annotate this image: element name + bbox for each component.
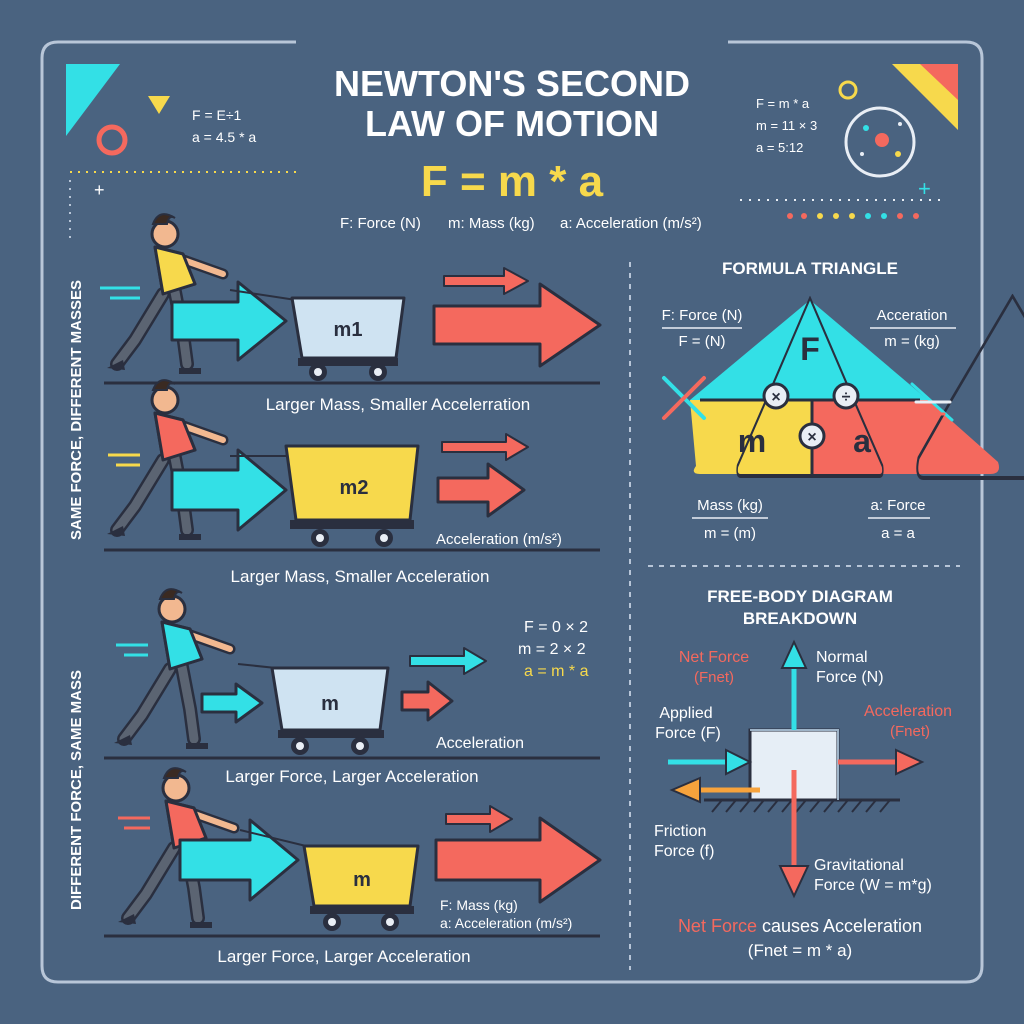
triangle-letter-m: m: [738, 423, 766, 459]
scene-2-caption: Larger Mass, Smaller Acceleration: [231, 567, 490, 586]
legend-mass: m: Mass (kg): [448, 215, 535, 232]
friction-label-1: Friction: [654, 823, 706, 840]
cart-m1-label: m1: [334, 319, 363, 341]
free-body-section: FREE-BODY DIAGRAM BREAKDOWN Net Force (F…: [654, 587, 952, 960]
scene-3-eq-2: m = 2 × 2: [518, 641, 586, 658]
divide-badge-right: ÷: [832, 382, 860, 410]
triangle-outline: [736, 296, 884, 478]
accel-arrow-large: [434, 816, 602, 904]
net-force-label-1: Net Force: [679, 649, 749, 666]
cart-m: [270, 666, 390, 755]
cross-decoration-left: [662, 376, 706, 420]
triangle-letter-f: F: [800, 331, 820, 367]
scene-3-caption: Larger Force, Larger Acceleration: [225, 767, 478, 786]
free-body-title-2: BREAKDOWN: [743, 609, 857, 628]
speed-lines: [118, 816, 150, 830]
accel-arrow-small: [443, 267, 529, 295]
scene-4: m F: Mass (kg) a: Acceleration (m/s²) La…: [104, 768, 602, 966]
top-right-decoration: +: [740, 64, 958, 219]
side-label-different-force: DIFFERENT FORCE, SAME MASS: [68, 670, 85, 910]
force-arrow: [200, 682, 264, 724]
triangle-letter-a: a: [853, 423, 871, 459]
friction-label-2: Force (f): [654, 843, 714, 860]
acceleration-label-1: Acceleration: [864, 703, 952, 720]
note-left-1: F = E÷1: [192, 107, 242, 123]
applied-force-label-2: Force (F): [655, 725, 721, 742]
accel-arrow-small: [409, 647, 487, 675]
scene-4-caption: Larger Force, Larger Acceleration: [217, 947, 470, 966]
speed-lines: [108, 453, 140, 467]
gravity-label-1: Gravitational: [814, 857, 904, 874]
triangle-label-tr-2: m = (kg): [884, 333, 939, 350]
note-right-2: m = 11 × 3: [756, 118, 817, 133]
gravity-label-2: Force (W = m*g): [814, 877, 932, 894]
svg-text:+: +: [918, 176, 931, 201]
accel-arrow-small: [445, 805, 513, 833]
scene-1: #stage .s1 .shirt{fill:#f7d94c} m1 Large…: [100, 214, 602, 414]
net-force-label-2: (Fnet): [694, 669, 734, 686]
cart-m2: [284, 444, 420, 547]
speed-lines: [100, 286, 140, 300]
cart-m-label: m: [321, 693, 339, 715]
scene-3-accel-label: Acceleration: [436, 735, 524, 752]
note-right-1: F = m * a: [756, 96, 810, 111]
scene-3: m Acceleration F = 0 × 2 m = 2 × 2 a = m…: [104, 589, 600, 786]
side-label-same-force: SAME FORCE, DIFFERENT MASSES: [68, 280, 85, 540]
cart-m1: [290, 296, 406, 381]
triangle-label-br-2: a = a: [881, 525, 915, 542]
force-arrow: [170, 448, 288, 532]
formula-triangle-title: FORMULA TRIANGLE: [722, 259, 898, 278]
accel-arrow-small: [441, 433, 529, 461]
free-body-summary-eq: (Fnet = m * a): [748, 941, 852, 960]
svg-text:÷: ÷: [842, 389, 851, 406]
multiply-badge-center: ×: [798, 422, 826, 450]
top-left-decoration: +: [66, 64, 300, 238]
scene-1-caption: Larger Mass, Smaller Accelerration: [266, 395, 531, 414]
normal-force-label-2: Force (N): [816, 669, 884, 686]
multiply-badge-left: ×: [762, 382, 790, 410]
speed-lines: [116, 643, 148, 657]
scene-4-note-2: a: Acceleration (m/s²): [440, 915, 572, 931]
accel-arrow-large: [432, 282, 602, 368]
accel-arrow-medium: [436, 462, 526, 518]
force-arrow: [178, 818, 300, 902]
svg-text:×: ×: [807, 429, 816, 446]
applied-force-label-1: Applied: [659, 705, 712, 722]
scene-4-note-1: F: Mass (kg): [440, 897, 518, 913]
accel-arrow-medium: [400, 680, 454, 722]
acceleration-label-2: (Fnet): [890, 723, 930, 740]
free-body-title-1: FREE-BODY DIAGRAM: [707, 587, 893, 606]
triangle-label-br-1: a: Force: [870, 497, 925, 514]
scene-2: m2 Acceleration (m/s²) Larger Mass, Smal…: [104, 380, 600, 586]
page-title-line-2: LAW OF MOTION: [365, 103, 659, 144]
svg-text:×: ×: [771, 389, 780, 406]
cart-m-label: m: [353, 869, 371, 891]
formula-triangle-section: FORMULA TRIANGLE F m a × ÷ ×: [662, 259, 1024, 542]
cart-m: [302, 844, 420, 931]
triangle-label-tl-2: F = (N): [678, 333, 725, 350]
free-body-summary: Net Force causes Acceleration: [678, 916, 922, 936]
triangle-label-bl-1: Mass (kg): [697, 497, 763, 514]
svg-text:+: +: [94, 180, 105, 200]
force-arrow: [170, 280, 288, 362]
triangle-label-tl-1: F: Force (N): [662, 307, 743, 324]
legend-acceleration: a: Acceleration (m/s²): [560, 215, 702, 232]
cart-m2-label: m2: [340, 477, 369, 499]
divide-decoration-right: [910, 382, 954, 422]
triangle-label-bl-2: m = (m): [704, 525, 756, 542]
scene-2-accel-label: Acceleration (m/s²): [436, 531, 562, 548]
page-title-line-1: NEWTON'S SECOND: [334, 63, 690, 104]
scene-3-eq-1: F = 0 × 2: [524, 619, 588, 636]
note-left-2: a = 4.5 * a: [192, 129, 256, 145]
normal-force-label-1: Normal: [816, 649, 868, 666]
scene-3-eq-3: a = m * a: [524, 663, 589, 680]
note-right-3: a = 5:12: [756, 140, 803, 155]
triangle-label-tr-1: Acceration: [877, 307, 948, 324]
outer-frame: [40, 40, 984, 984]
legend-force: F: Force (N): [340, 215, 421, 232]
main-formula: F = m * a: [421, 157, 604, 206]
